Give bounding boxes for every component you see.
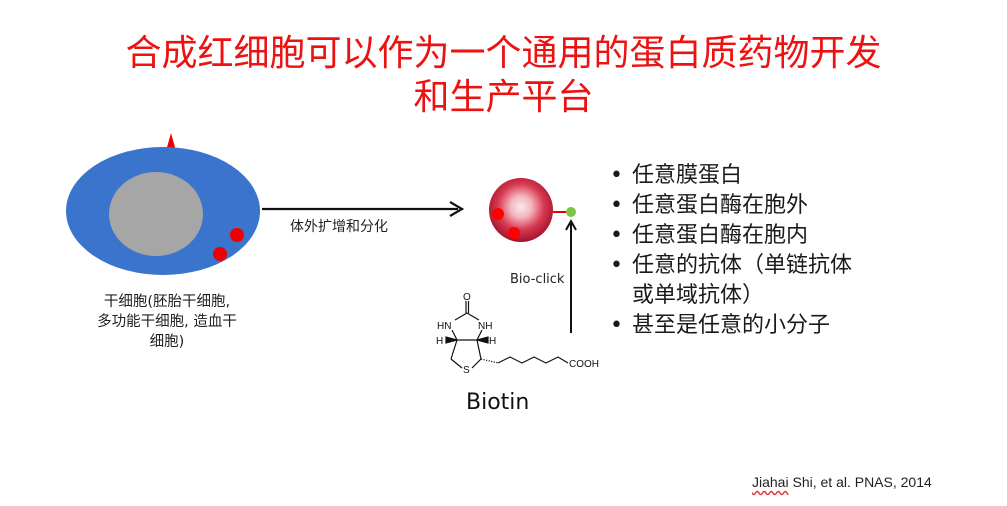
citation-rest: Shi, et al. PNAS, 2014 [788, 474, 932, 490]
atom-nh: NH [478, 321, 492, 332]
bullet-icon: • [610, 313, 623, 338]
list-item-text: 任意蛋白酶在胞外 [632, 193, 809, 218]
membrane-protein-spike [166, 133, 176, 151]
list-item-continuation: 或单域抗体） [610, 281, 852, 311]
biotin-structure [445, 301, 569, 369]
bioclick-arrow [565, 218, 577, 333]
red-protein-dot [492, 208, 504, 220]
bullet-icon: • [610, 163, 623, 188]
list-item-text: 甚至是任意的小分子 [632, 313, 831, 338]
atom-hn: HN [437, 321, 451, 332]
stem-cell-nucleus [109, 172, 203, 256]
slide-title-line-2: 和生产平台 [413, 77, 594, 118]
differentiation-arrow [262, 201, 465, 217]
red-protein-dot [213, 247, 227, 261]
stem-cell-label: 干细胞(胚胎干细胞, 多功能干细胞, 造血干细胞) [97, 294, 237, 350]
list-item: • 任意的抗体（单链抗体 [610, 251, 852, 281]
bullet-icon: • [610, 223, 623, 248]
biotin-label: Biotin [466, 390, 530, 415]
slide-title-line-1: 合成红细胞可以作为一个通用的蛋白质药物开发 [125, 33, 882, 74]
list-item-text: 任意的抗体（单链抗体 [632, 253, 853, 278]
citation-author: Jiahai [752, 474, 789, 490]
red-protein-dot [508, 227, 520, 239]
rbc-body [489, 178, 553, 242]
biotin-dot [566, 207, 576, 217]
atom-o: O [463, 292, 471, 303]
citation: Jiahai Shi, et al. PNAS, 2014 [752, 474, 932, 490]
list-item: • 任意膜蛋白 [610, 161, 852, 191]
atom-s: S [463, 365, 470, 376]
list-item-text: 任意蛋白酶在胞内 [632, 223, 809, 248]
red-protein-dot [230, 228, 244, 242]
differentiation-label: 体外扩增和分化 [290, 219, 388, 235]
list-item: • 任意蛋白酶在胞内 [610, 221, 852, 251]
bioclick-label: Bio-click [510, 272, 565, 287]
atom-h-right: H [489, 336, 496, 347]
list-item: • 任意蛋白酶在胞外 [610, 191, 852, 221]
atom-cooh: COOH [569, 359, 599, 370]
stem-cell-illustration [66, 133, 260, 275]
application-list: • 任意膜蛋白 • 任意蛋白酶在胞外 • 任意蛋白酶在胞内 • 任意的抗体（单链抗体 或… [610, 161, 852, 341]
bullet-icon: • [610, 193, 623, 218]
atom-h-left: H [436, 336, 443, 347]
red-blood-cell-illustration [489, 178, 576, 242]
list-item-text: 任意膜蛋白 [632, 163, 743, 188]
list-item: • 甚至是任意的小分子 [610, 311, 852, 341]
list-item-text: 或单域抗体） [632, 283, 765, 308]
bullet-icon: • [610, 253, 623, 278]
